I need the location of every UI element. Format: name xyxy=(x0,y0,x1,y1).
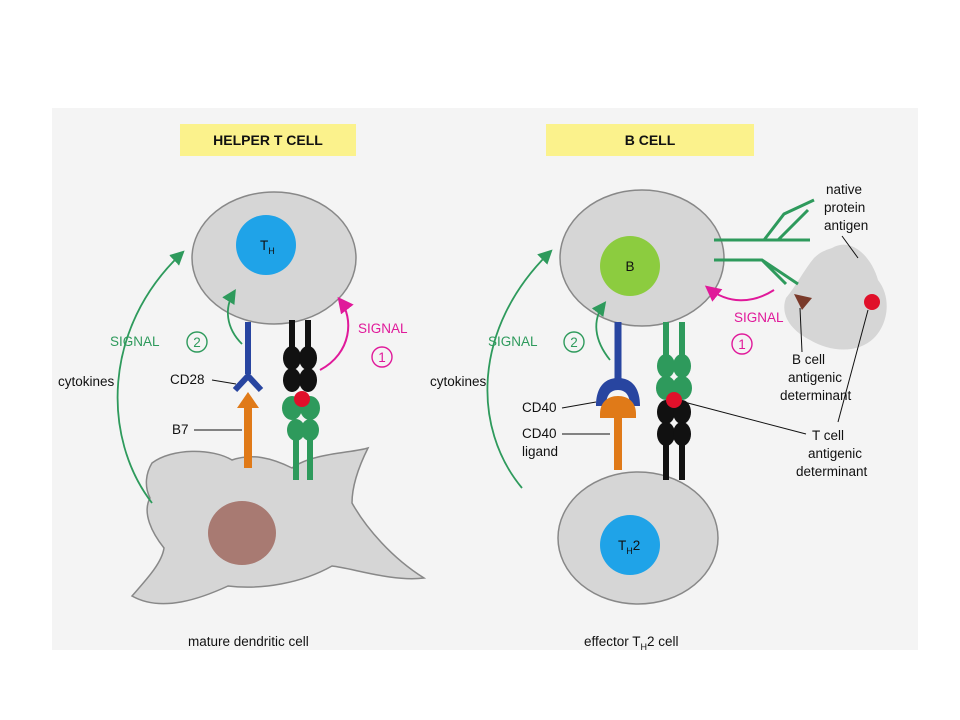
dendritic-nucleus xyxy=(208,501,276,565)
b-label: B xyxy=(625,259,634,274)
mhc-domain-4 xyxy=(301,419,319,441)
th2-tcr-domain-4 xyxy=(673,422,691,446)
native-label-1: native xyxy=(826,182,862,197)
t-cell-determinant-dot xyxy=(864,294,880,310)
diagram-canvas: HELPER T CELL TH SIGNAL xyxy=(52,108,918,650)
bcr-antibody-3 xyxy=(762,198,815,241)
cd28-leader xyxy=(211,379,237,385)
cd40-leader xyxy=(561,401,597,409)
b7-label: B7 xyxy=(172,422,189,437)
native-label-2: protein xyxy=(824,200,865,215)
signal1-arrow-right xyxy=(704,285,775,302)
bcell-det-leader xyxy=(799,307,803,353)
cd40-ligand-head xyxy=(600,396,636,418)
dendritic-caption: mature dendritic cell xyxy=(188,634,309,649)
signal2-arrow-left xyxy=(222,288,243,345)
signal1-num-left: 1 xyxy=(378,350,386,365)
signal1-num-right: 1 xyxy=(738,337,746,352)
signal2-label-left: SIGNAL xyxy=(110,334,160,349)
signal1-badge-left xyxy=(371,346,393,368)
bcell-det-label-3: determinant xyxy=(780,388,852,403)
bcr-antibody-1 xyxy=(714,208,810,242)
tcr-domain-1 xyxy=(283,346,301,370)
b-nucleus xyxy=(600,236,660,296)
tcell-det-leader-2 xyxy=(837,309,869,423)
signal1-arrow-left xyxy=(319,296,354,371)
right-title-box xyxy=(546,124,754,156)
cytokines-label-left: cytokines xyxy=(58,374,115,389)
cd40-ligand-label-2: ligand xyxy=(522,444,558,459)
signal2-badge-left xyxy=(186,331,208,353)
tcell-det-leader-1 xyxy=(683,401,807,435)
signal1-badge-right xyxy=(731,333,753,355)
signal2-num-right: 2 xyxy=(570,335,578,350)
bcell-det-label-2: antigenic xyxy=(788,370,842,385)
native-label-3: antigen xyxy=(824,218,868,233)
signal2-num-left: 2 xyxy=(193,335,201,350)
right-title: B CELL xyxy=(625,132,676,148)
mhc-domain-3 xyxy=(287,419,305,441)
left-panel: HELPER T CELL TH SIGNAL xyxy=(58,124,427,649)
native-leader xyxy=(841,235,859,259)
tcr-domain-3 xyxy=(283,368,301,392)
th-nucleus xyxy=(236,215,296,275)
antigen-peptide-left xyxy=(294,391,310,407)
cd28-fork xyxy=(232,371,264,393)
cd28-label: CD28 xyxy=(170,372,205,387)
bcell-det-label-1: B cell xyxy=(792,352,825,367)
bmhc-domain-1 xyxy=(657,354,675,378)
th2-label: TH2 xyxy=(618,538,640,556)
left-title: HELPER T CELL xyxy=(213,132,323,148)
signal2-label-right: SIGNAL xyxy=(488,334,538,349)
cd40-ligand-label-1: CD40 xyxy=(522,426,557,441)
th2-caption: effector TH2 cell xyxy=(584,634,679,650)
cytokines-arrow-right xyxy=(486,249,553,489)
right-panel: B CELL B TH2 xyxy=(430,124,887,650)
cytokines-arrow-left xyxy=(116,250,185,504)
activation-diagram: HELPER T CELL TH SIGNAL xyxy=(58,124,887,650)
b7-head xyxy=(237,392,259,408)
th2-nucleus xyxy=(600,515,660,575)
tcr-domain-2 xyxy=(299,346,317,370)
signal2-badge-right xyxy=(563,331,585,353)
tcell-det-label-3: determinant xyxy=(796,464,868,479)
cd40-label: CD40 xyxy=(522,400,557,415)
native-protein-antigen xyxy=(784,244,887,350)
th-label: TH xyxy=(260,238,275,256)
left-title-box xyxy=(180,124,356,156)
signal2-arrow-right xyxy=(591,301,611,361)
cytokines-label-right: cytokines xyxy=(430,374,487,389)
b-cell-determinant xyxy=(794,294,812,310)
bmhc-domain-2 xyxy=(673,354,691,378)
bcr-antibody-2 xyxy=(714,258,799,286)
th2-tcr-domain-3 xyxy=(657,422,675,446)
tcell-det-label-2: antigenic xyxy=(808,446,862,461)
cd40-cap xyxy=(596,378,640,406)
dendritic-cell xyxy=(130,446,427,605)
signal1-label-left: SIGNAL xyxy=(358,321,408,336)
tcell-det-label-1: T cell xyxy=(812,428,844,443)
tcr-domain-4 xyxy=(299,368,317,392)
signal1-label-right: SIGNAL xyxy=(734,310,784,325)
antigen-peptide-right xyxy=(666,392,682,408)
